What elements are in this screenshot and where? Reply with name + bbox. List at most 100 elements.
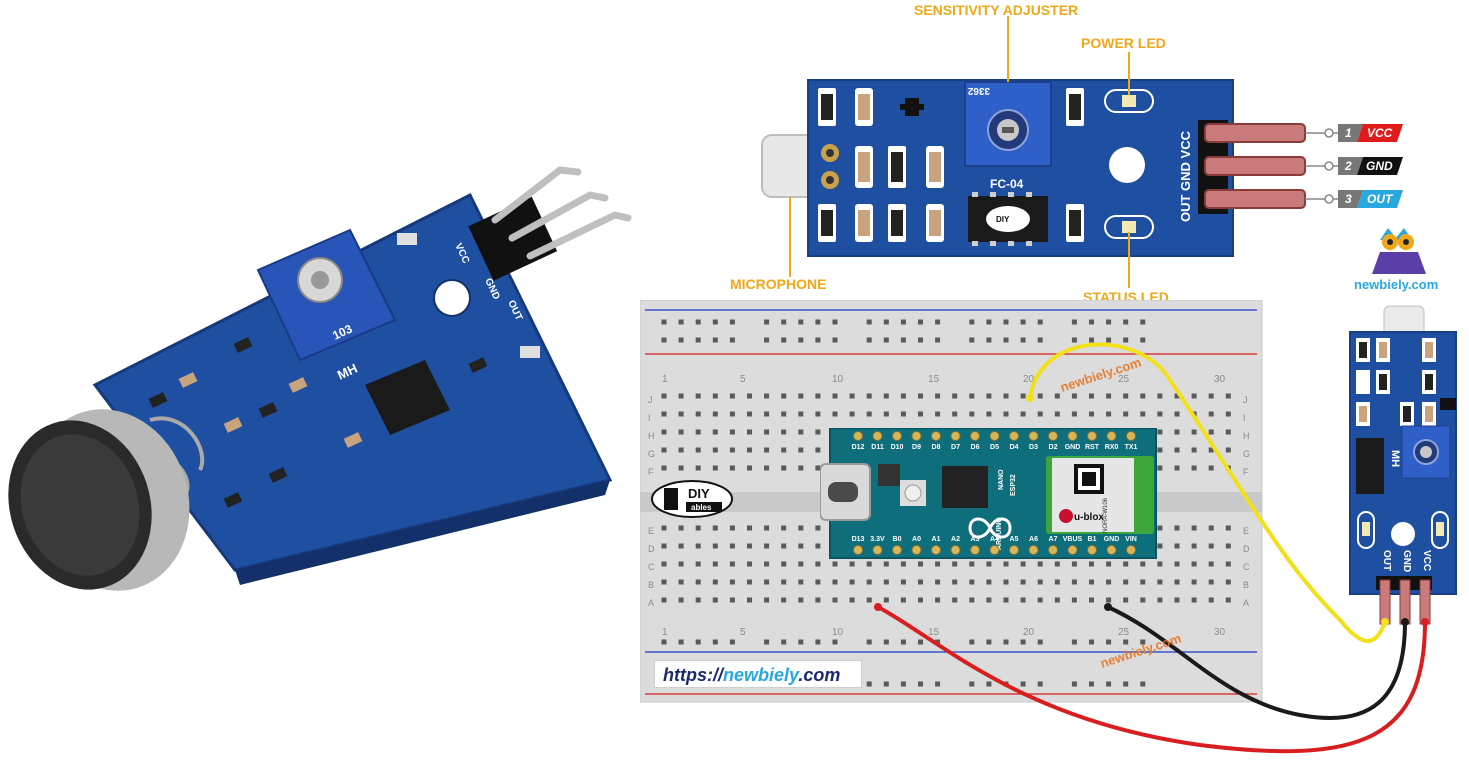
breadboard-hole (883, 597, 889, 603)
breadboard-hole (747, 429, 752, 435)
pin-label: A6 (1029, 536, 1038, 543)
pin-pad (872, 431, 883, 441)
rail-hole (935, 681, 941, 687)
pin-pad (931, 545, 941, 555)
breadboard-hole (1089, 579, 1094, 585)
breadboard-hole (781, 411, 787, 417)
breadboard-hole (764, 429, 770, 435)
breadboard-hole (1225, 561, 1231, 567)
site-url[interactable]: https://newbiely.com (654, 660, 862, 688)
breadboard-hole (712, 447, 718, 453)
breadboard-hole (1020, 393, 1026, 399)
svg-text:C: C (1243, 562, 1250, 572)
breadboard-hole (712, 411, 718, 417)
breadboard-hole (747, 465, 752, 471)
breadboard-hole (712, 543, 718, 549)
callout-sensitivity: SENSITIVITY ADJUSTER (914, 2, 1079, 18)
breadboard-hole (781, 393, 787, 399)
breadboard-hole (781, 447, 787, 453)
rail-hole (969, 639, 975, 645)
breadboard-hole (900, 561, 906, 567)
svg-text:DIY: DIY (996, 215, 1010, 224)
breadboard-hole (883, 579, 889, 585)
breadboard-hole (935, 411, 941, 417)
pin-label: A7 (1049, 536, 1058, 543)
pin-label: A5 (1010, 536, 1019, 543)
pin-label: A1 (932, 536, 941, 543)
breadboard-hole (1140, 579, 1146, 585)
rail-hole (918, 639, 923, 645)
rail-hole (1123, 681, 1129, 687)
pin-pad (853, 545, 863, 555)
pin-label: TX1 (1125, 444, 1138, 451)
breadboard-hole (883, 561, 889, 567)
breadboard-hole (1157, 579, 1163, 585)
smd-resistors-photo (148, 337, 488, 508)
breadboard-hole (849, 393, 855, 399)
callout-lines (789, 16, 1130, 288)
svg-text:ARDUINO: ARDUINO (996, 517, 1003, 550)
breadboard-hole (1225, 411, 1231, 417)
svg-text:A: A (648, 598, 654, 608)
breadboard-hole (986, 411, 992, 417)
rail-hole (1020, 337, 1026, 343)
breadboard-hole (1157, 411, 1163, 417)
breadboard-hole (952, 579, 958, 585)
pcb-edge (235, 480, 610, 585)
pin-label: D7 (951, 444, 960, 451)
rail-hole (815, 337, 821, 343)
svg-text:2: 2 (1344, 159, 1352, 173)
breadboard-hole (712, 561, 718, 567)
rail-hole (918, 337, 923, 343)
breadboard-hole (918, 579, 923, 585)
svg-text:J: J (1243, 395, 1248, 405)
breadboard-hole (712, 465, 718, 471)
rail-hole (986, 319, 992, 325)
rail-hole (935, 319, 941, 325)
breadboard-hole (764, 465, 770, 471)
breadboard-hole (798, 597, 804, 603)
svg-text:B: B (1243, 580, 1249, 590)
breadboard-hole (798, 543, 804, 549)
rail-hole (798, 337, 804, 343)
breadboard-hole (798, 429, 804, 435)
breadboard-hole (815, 447, 821, 453)
rail-hole (918, 319, 923, 325)
out-tag (1357, 190, 1403, 208)
svg-text:15: 15 (928, 374, 940, 385)
breadboard-hole (1225, 429, 1231, 435)
pin-label: A2 (951, 536, 960, 543)
breadboard-hole (883, 393, 889, 399)
breadboard-hole (798, 525, 804, 531)
rail-hole (866, 319, 872, 325)
rail-hole (866, 681, 872, 687)
breadboard-hole (1191, 525, 1197, 531)
rail-hole (815, 319, 821, 325)
pin-pad (950, 431, 961, 441)
breadboard-hole (1174, 465, 1180, 471)
breadboard-hole (1157, 393, 1163, 399)
pin-pad (911, 431, 922, 441)
status-led-photo (520, 346, 540, 358)
breadboard-hole (661, 579, 667, 585)
svg-text:10: 10 (832, 627, 844, 638)
breadboard-hole (1089, 597, 1094, 603)
breadboard-hole (1208, 447, 1214, 453)
breadboard-hole (747, 411, 752, 417)
rail-hole (695, 337, 701, 343)
power-led-photo (397, 233, 417, 245)
breadboard-hole (1020, 411, 1026, 417)
rail-hole (729, 319, 735, 325)
svg-text:30: 30 (1214, 627, 1226, 638)
breadboard-hole (1191, 447, 1197, 453)
svg-text:I: I (1243, 413, 1246, 423)
breadboard-hole (1157, 561, 1163, 567)
breadboard-hole (1140, 411, 1146, 417)
rail-hole (1071, 639, 1077, 645)
small-pin-vcc: VCC (1421, 550, 1432, 571)
small-pin-gnd: GND (1401, 550, 1412, 572)
breadboard-hole (900, 411, 906, 417)
breadboard-hole (1123, 411, 1129, 417)
breadboard-hole (883, 411, 889, 417)
